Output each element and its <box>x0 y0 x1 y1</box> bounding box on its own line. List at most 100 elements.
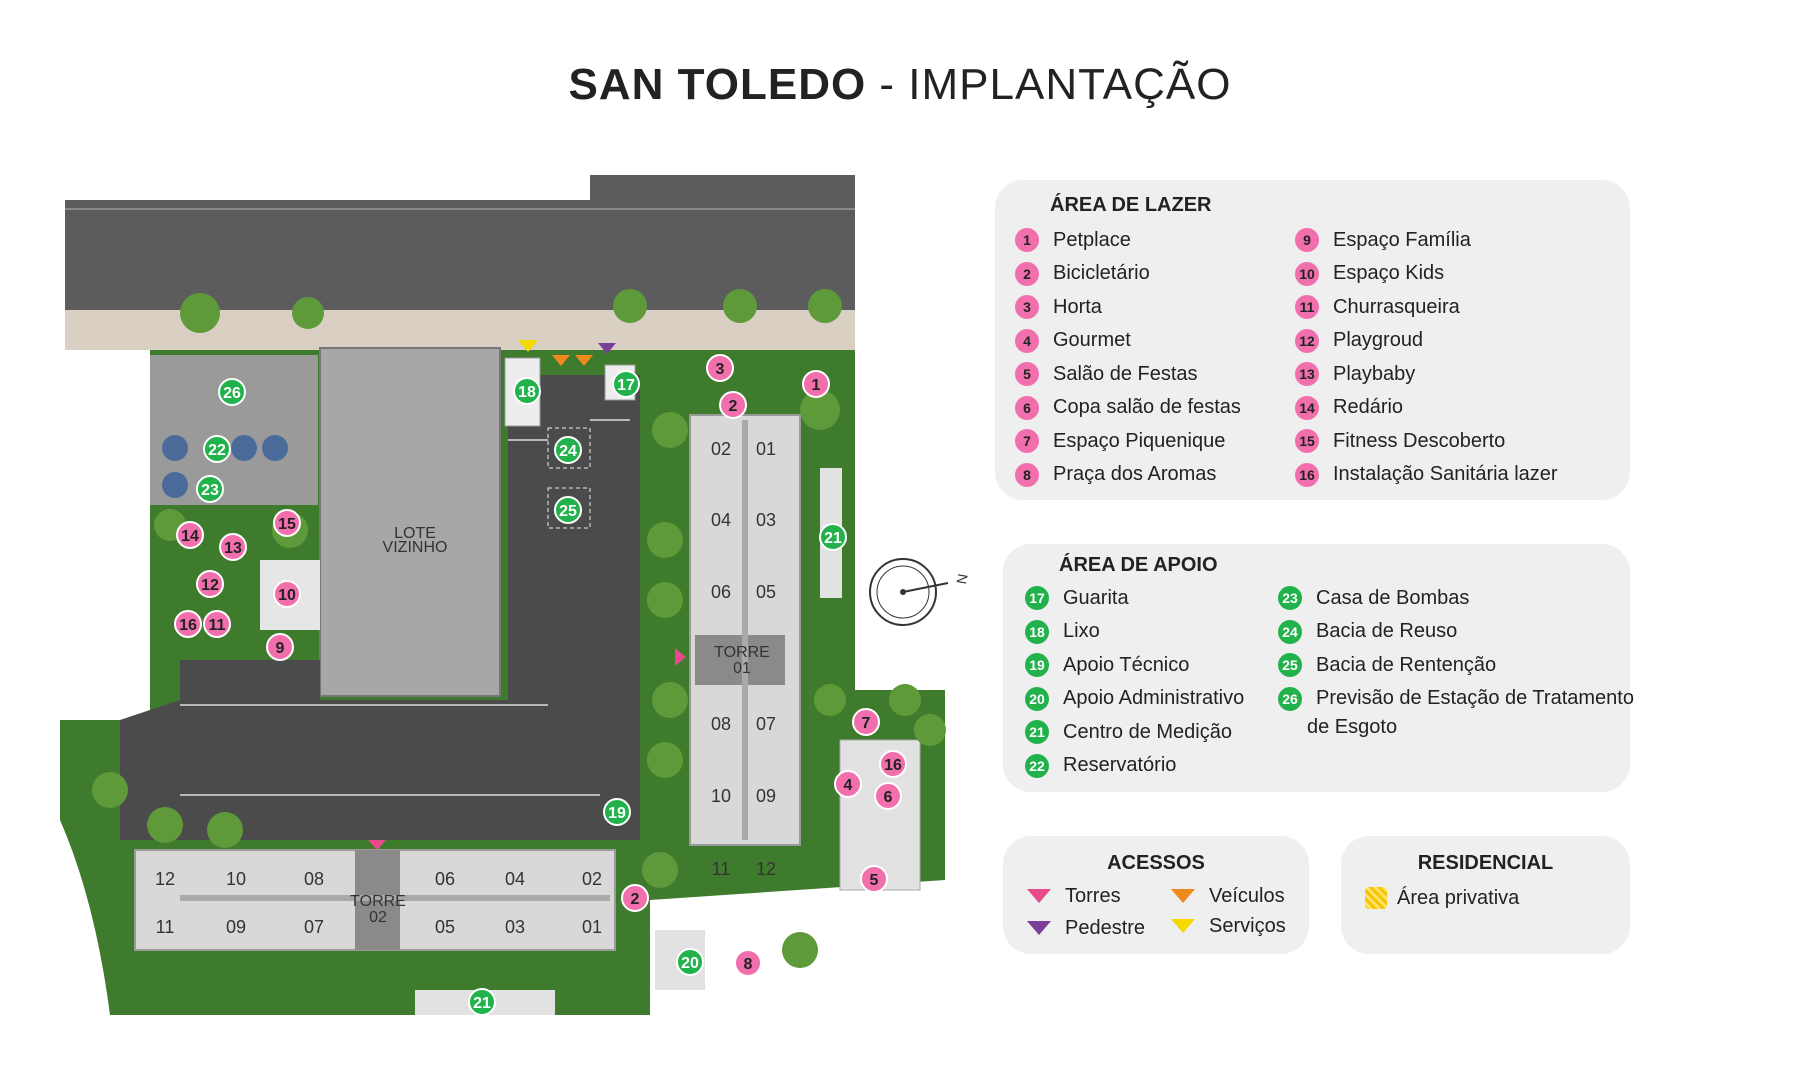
private-area-item: Área privativa <box>1365 884 1519 912</box>
svg-text:24: 24 <box>559 443 577 460</box>
legend-number-badge: 10 <box>1295 261 1319 286</box>
svg-text:07: 07 <box>756 714 776 734</box>
access-label: Pedestre <box>1065 916 1146 939</box>
legend-label: Playbaby <box>1333 362 1416 385</box>
svg-text:03: 03 <box>505 917 525 937</box>
legend-label: Reservatório <box>1063 754 1177 776</box>
access-legend-item: Torres <box>1027 882 1121 910</box>
svg-text:12: 12 <box>756 859 776 879</box>
svg-text:09: 09 <box>226 917 246 937</box>
svg-text:11: 11 <box>712 859 731 879</box>
legend-label: Previsão de Estação de Tratamento <box>1316 687 1634 709</box>
lazer-title: ÁREA DE LAZER <box>1050 194 1212 216</box>
legend-number-badge: 1 <box>1015 228 1039 252</box>
svg-text:16: 16 <box>179 617 197 634</box>
svg-text:05: 05 <box>756 582 776 602</box>
tower-02-label-1: TORRE <box>350 893 406 910</box>
legend-label: Centro de Medição <box>1063 720 1232 743</box>
legend-number-badge: 11 <box>1295 295 1319 319</box>
access-markers <box>368 340 686 850</box>
svg-text:8: 8 <box>744 956 753 973</box>
svg-text:9: 9 <box>276 640 285 657</box>
legend-label: Praça dos Aromas <box>1053 463 1217 485</box>
svg-text:2: 2 <box>729 398 738 415</box>
svg-text:7: 7 <box>862 715 871 732</box>
legend-label: Apoio Administrativo <box>1063 687 1245 709</box>
compass-icon: N <box>869 558 971 626</box>
legend-label: Guarita <box>1063 586 1129 609</box>
legend-number-badge: 15 <box>1295 429 1319 453</box>
legend-label: Playgroud <box>1333 329 1424 351</box>
legend-label: Bicicletário <box>1053 262 1150 284</box>
legend-label: Salão de Festas <box>1053 362 1198 385</box>
legend-number-badge: 12 <box>1295 328 1319 353</box>
legend-label: Redário <box>1333 396 1404 418</box>
legend-item: 22 Reservatório <box>1025 752 1176 780</box>
access-triangle-icon <box>1027 921 1051 935</box>
acessos-title: ACESSOS <box>1107 852 1205 874</box>
svg-text:23: 23 <box>201 482 219 499</box>
svg-text:06: 06 <box>711 582 731 602</box>
legend-number-badge: 21 <box>1025 720 1049 744</box>
svg-text:09: 09 <box>756 786 776 806</box>
svg-text:07: 07 <box>304 917 324 937</box>
residencial-title: RESIDENCIAL <box>1417 852 1554 874</box>
legend-number-badge: 19 <box>1025 653 1049 677</box>
svg-text:11: 11 <box>156 917 175 937</box>
parking-stripes <box>180 419 630 796</box>
svg-text:21: 21 <box>473 995 491 1012</box>
access-legend-item: Pedestre <box>1027 914 1145 942</box>
legend-label: Gourmet <box>1053 329 1131 351</box>
legend-label: Bacia de Reuso <box>1316 620 1458 642</box>
legend-number-badge: 7 <box>1015 429 1039 453</box>
svg-text:15: 15 <box>278 516 296 533</box>
page-title: SAN TOLEDO - IMPLANTAÇÃO <box>0 60 1800 110</box>
residencial-panel: RESIDENCIAL Área privativa <box>1341 836 1630 954</box>
legend-item: 21 Centro de Medição <box>1025 718 1232 746</box>
legend-number-badge: 5 <box>1015 362 1039 386</box>
access-label: Veículos <box>1209 884 1285 907</box>
legend-item: 1 Petplace <box>1015 226 1131 254</box>
legend-number-badge: 18 <box>1025 619 1049 644</box>
road-line <box>65 208 855 210</box>
legend-number-badge: 16 <box>1295 462 1319 487</box>
neighbor-lot-label-2: VIZINHO <box>383 539 448 556</box>
access-triangle-icon <box>1171 919 1195 933</box>
svg-text:04: 04 <box>711 510 731 530</box>
svg-text:4: 4 <box>844 777 853 794</box>
svg-text:10: 10 <box>226 869 246 889</box>
private-area-label: Área privativa <box>1397 886 1520 909</box>
umbrellas <box>162 435 288 498</box>
legend-item: 12 Playgroud <box>1295 327 1423 355</box>
svg-text:19: 19 <box>608 805 626 822</box>
svg-text:02: 02 <box>582 869 602 889</box>
access-legend-item: Veículos <box>1171 882 1285 910</box>
access-triangle-icon <box>1027 889 1051 903</box>
legend-label: Petplace <box>1053 228 1131 251</box>
legend-number-badge: 20 <box>1025 686 1049 711</box>
neighbor-lot-label-1: LOTE <box>394 525 436 542</box>
svg-text:05: 05 <box>435 917 455 937</box>
trees <box>92 289 946 968</box>
access-legend-item: Serviços <box>1171 912 1286 940</box>
legend-number-badge: 3 <box>1015 295 1039 319</box>
hatch-swatch-icon <box>1365 887 1387 909</box>
svg-text:10: 10 <box>711 786 731 806</box>
apoio-title: ÁREA DE APOIO <box>1059 554 1218 576</box>
legend-number-badge: 13 <box>1295 362 1319 386</box>
svg-text:01: 01 <box>582 917 602 937</box>
legend-number-badge: 25 <box>1278 653 1302 677</box>
legend-number-badge: 22 <box>1025 753 1049 778</box>
